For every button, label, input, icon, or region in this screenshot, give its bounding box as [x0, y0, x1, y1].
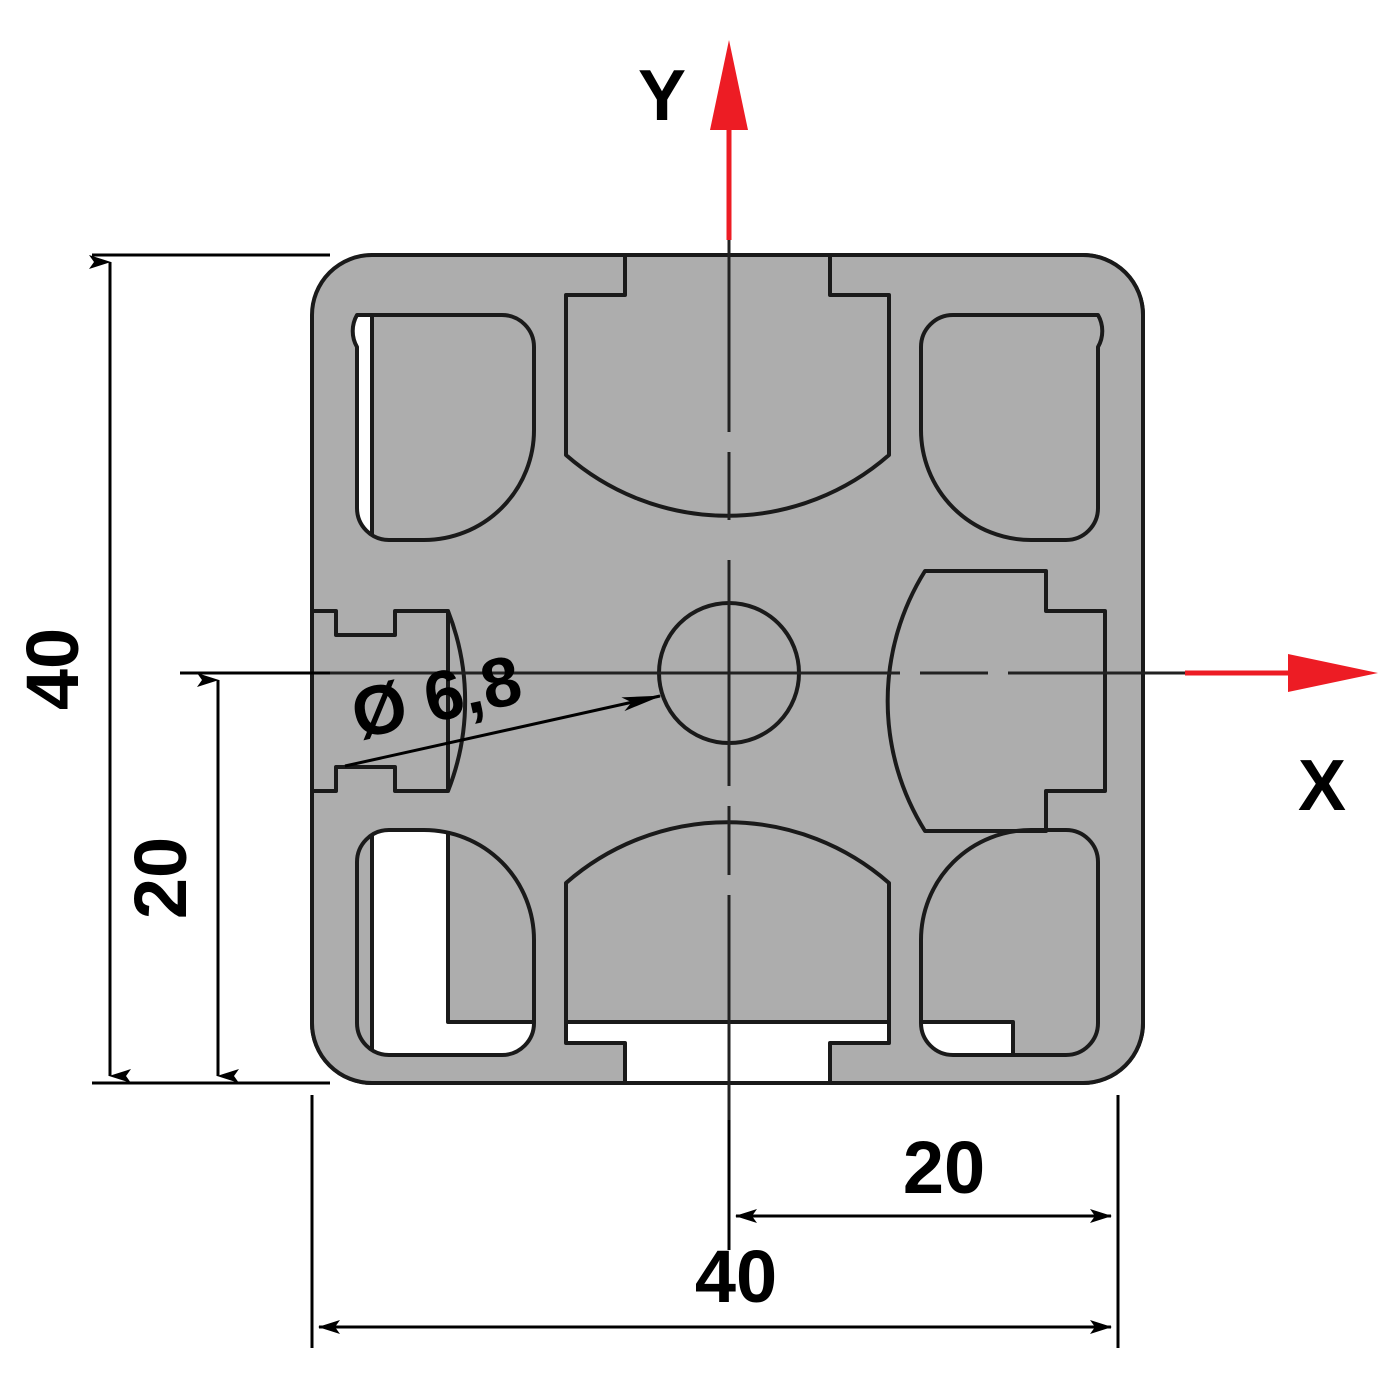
dimension-width-overall: 40 [310, 1095, 1120, 1348]
dimension-height-overall: 40 [11, 253, 330, 1085]
y-axis-arrow-icon [710, 40, 748, 130]
dimension-height-half: 20 [119, 671, 330, 1083]
dimension-label-width-overall: 40 [695, 1235, 777, 1318]
dimension-width-half: 20 [727, 1120, 1112, 1250]
callout-leader-line [344, 694, 662, 768]
y-axis-label: Y [638, 56, 686, 136]
x-axis-arrow-icon [1288, 654, 1378, 692]
dimension-label-width-half: 20 [903, 1126, 985, 1209]
x-axis-label: X [1298, 746, 1346, 826]
profile-composite [310, 253, 1145, 1085]
dimension-label-height-overall: 40 [11, 628, 94, 710]
dimension-label-height-half: 20 [119, 837, 202, 919]
coordinate-axes: Y X [638, 40, 1378, 826]
